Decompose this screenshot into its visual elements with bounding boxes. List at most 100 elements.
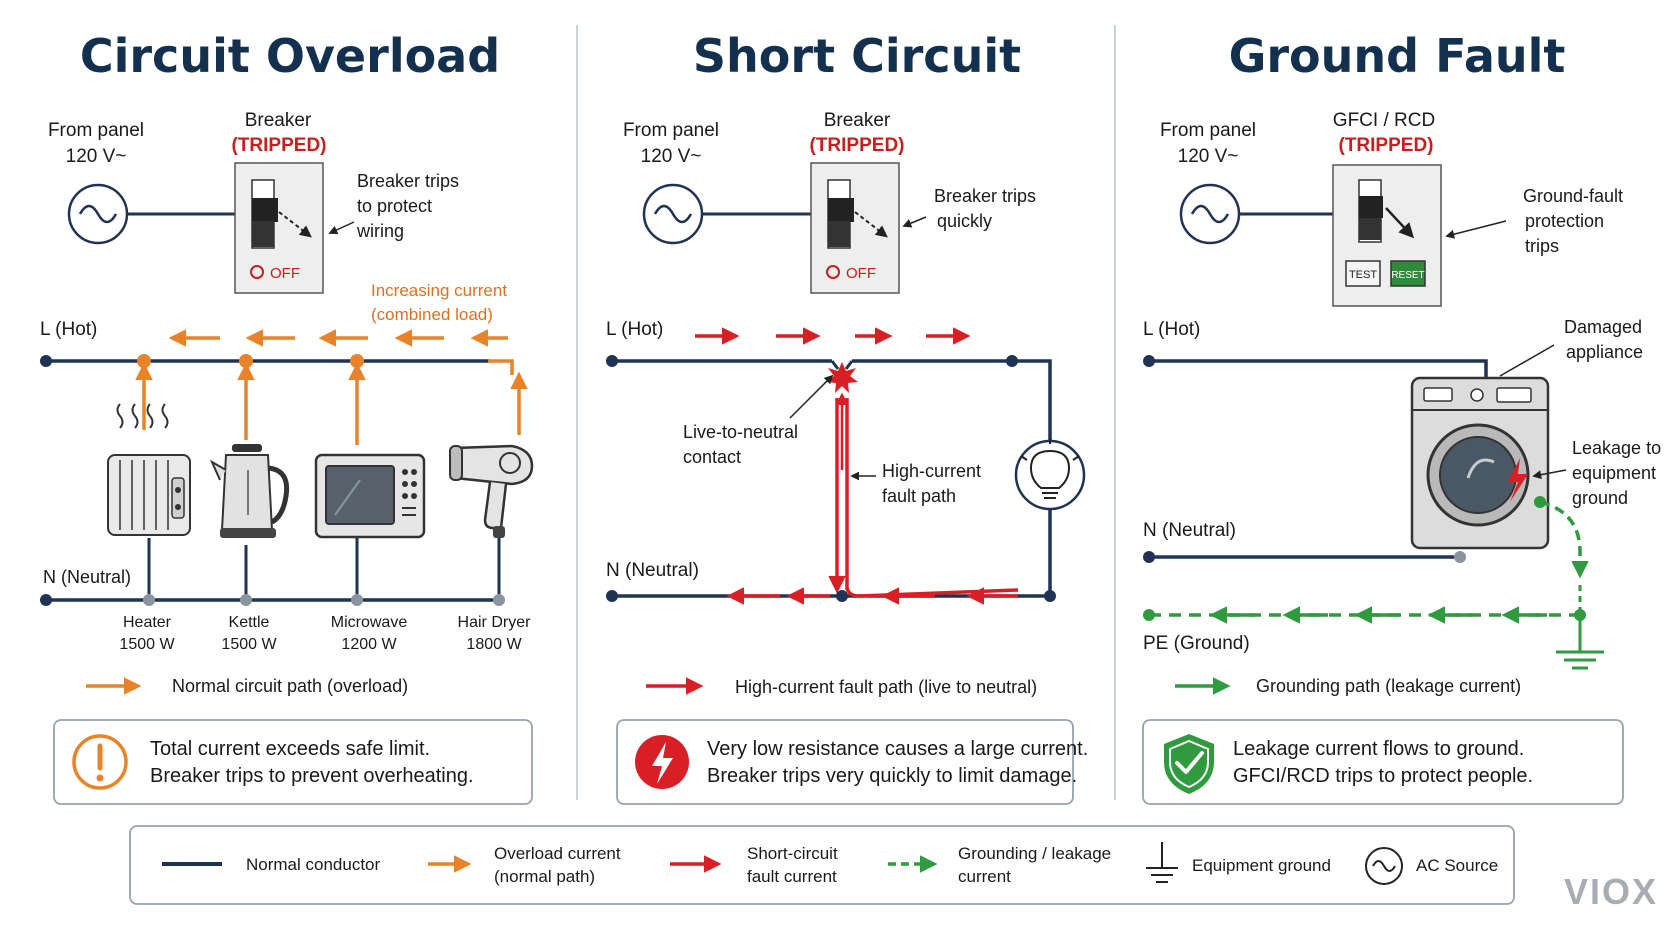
wire-node: [1143, 355, 1155, 367]
wire-node: [1454, 551, 1466, 563]
hot-conductor: [852, 359, 1052, 450]
gfci-status: (TRIPPED): [1339, 135, 1434, 156]
legend-normal-label: Normal conductor: [246, 855, 381, 874]
panel-title: Circuit Overload: [80, 29, 500, 83]
info-box-text: Total current exceeds safe limit.: [150, 738, 430, 760]
kettle-icon: [209, 444, 290, 538]
note-pointer: [328, 221, 355, 235]
wire-node: [1143, 551, 1155, 563]
leakage-path: [1539, 500, 1589, 579]
breaker-label: Breaker: [245, 110, 312, 131]
legend-short-label: fault current: [747, 867, 837, 886]
source-label: From panel: [623, 120, 719, 141]
leak-spark-icon: [1508, 458, 1528, 502]
wire-node: [493, 594, 505, 606]
gfci-note: protection: [1525, 211, 1604, 231]
breaker-switch: [234, 162, 324, 294]
neutral-label: N (Neutral): [43, 567, 131, 587]
hair-dryer-icon: [449, 444, 534, 538]
breaker-status: (TRIPPED): [810, 135, 905, 156]
hot-conductor: [1149, 359, 1488, 378]
legend-ground-label: current: [958, 867, 1011, 886]
contact-wires: [830, 360, 854, 370]
wire-node: [836, 590, 848, 602]
path-legend-label: High-current fault path (live to neutral…: [735, 677, 1037, 697]
path-legend-label: Grounding path (leakage current): [1256, 676, 1521, 696]
ac-source-icon: [642, 183, 704, 245]
info-box: [616, 719, 1074, 805]
gfci-device: [1332, 164, 1442, 307]
ac-source-icon: [1365, 847, 1403, 885]
wire-node: [240, 594, 252, 606]
warning-icon: [72, 734, 128, 790]
info-box: [53, 719, 533, 805]
wire-node: [1044, 590, 1056, 602]
breaker-note: wiring: [356, 221, 404, 241]
source-voltage: 120 V~: [66, 146, 127, 167]
source-voltage: 120 V~: [641, 146, 702, 167]
source-label: From panel: [48, 120, 144, 141]
earth-ground-icon: [1556, 615, 1604, 670]
appliance-power: 1500 W: [221, 636, 277, 653]
hot-label: L (Hot): [1143, 319, 1200, 340]
appliance-pointer: [1499, 344, 1555, 377]
legend-overload-label: Overload current: [494, 844, 621, 863]
fault-path-label: fault path: [882, 486, 956, 506]
contact-label: Live-to-neutral: [683, 422, 798, 442]
wire-node: [351, 594, 363, 606]
contact-label: contact: [683, 447, 741, 467]
contact-pointer: [789, 374, 834, 419]
wire-node: [1006, 355, 1018, 367]
wire-node: [606, 355, 618, 367]
pe-label: PE (Ground): [1143, 633, 1250, 654]
appliance-name: Microwave: [331, 614, 408, 631]
panel-circuit-overload: Circuit Overload From panel 120 V~ Break…: [40, 29, 534, 805]
leak-label: equipment: [1572, 463, 1656, 483]
breaker-off-label: OFF: [270, 265, 300, 282]
breaker-status: (TRIPPED): [232, 135, 327, 156]
leak-label: Leakage to: [1572, 438, 1661, 458]
microwave-icon: [314, 453, 426, 539]
ac-source-icon: [1179, 183, 1241, 245]
reset-button-label: RESET: [1391, 270, 1424, 281]
note-pointer: [1445, 220, 1507, 239]
gfci-note: Ground-fault: [1523, 186, 1623, 206]
appliance-name: Kettle: [229, 614, 270, 631]
leak-label: ground: [1572, 488, 1628, 508]
fault-path: [845, 587, 1019, 598]
breaker-note: to protect: [357, 196, 432, 216]
watermark-logo: VIOX: [1564, 871, 1658, 912]
wire-node: [1534, 496, 1546, 508]
hot-label: L (Hot): [40, 319, 97, 340]
legend-ac-source-label: AC Source: [1416, 856, 1498, 875]
wire-node: [137, 354, 151, 368]
wire-node: [1143, 609, 1155, 621]
lightning-icon: [635, 735, 689, 789]
neutral-label: N (Neutral): [1143, 520, 1236, 541]
breaker-label: Breaker: [824, 110, 891, 131]
panel-title: Ground Fault: [1229, 29, 1566, 83]
legend-short-label: Short-circuit: [747, 844, 838, 863]
breaker-off-label: OFF: [846, 265, 876, 282]
spark-icon: [826, 362, 858, 393]
source-label: From panel: [1160, 120, 1256, 141]
panel-short-circuit: Short Circuit From panel 120 V~ Breaker …: [606, 29, 1088, 805]
legend-bar: Normal conductor Overload current (norma…: [129, 825, 1515, 905]
breaker-note: Breaker trips: [357, 171, 459, 191]
appliance-label: Damaged: [1564, 317, 1642, 337]
appliance-name: Heater: [123, 614, 172, 631]
appliance-label: appliance: [1566, 342, 1643, 362]
light-bulb-icon: [1014, 438, 1086, 511]
wire-node: [606, 590, 618, 602]
panel-title: Short Circuit: [693, 29, 1021, 83]
path-legend-label: Normal circuit path (overload): [172, 676, 408, 696]
fault-path-label: High-current: [882, 461, 981, 481]
appliance-name: Hair Dryer: [458, 614, 532, 631]
info-box-text: Leakage current flows to ground.: [1233, 738, 1524, 760]
leak-pointer: [1532, 469, 1567, 480]
gfci-note: trips: [1525, 236, 1559, 256]
breaker-note: Breaker trips: [934, 186, 1036, 206]
info-box-text: Breaker trips very quickly to limit dama…: [707, 765, 1077, 787]
wire-node: [40, 594, 52, 606]
